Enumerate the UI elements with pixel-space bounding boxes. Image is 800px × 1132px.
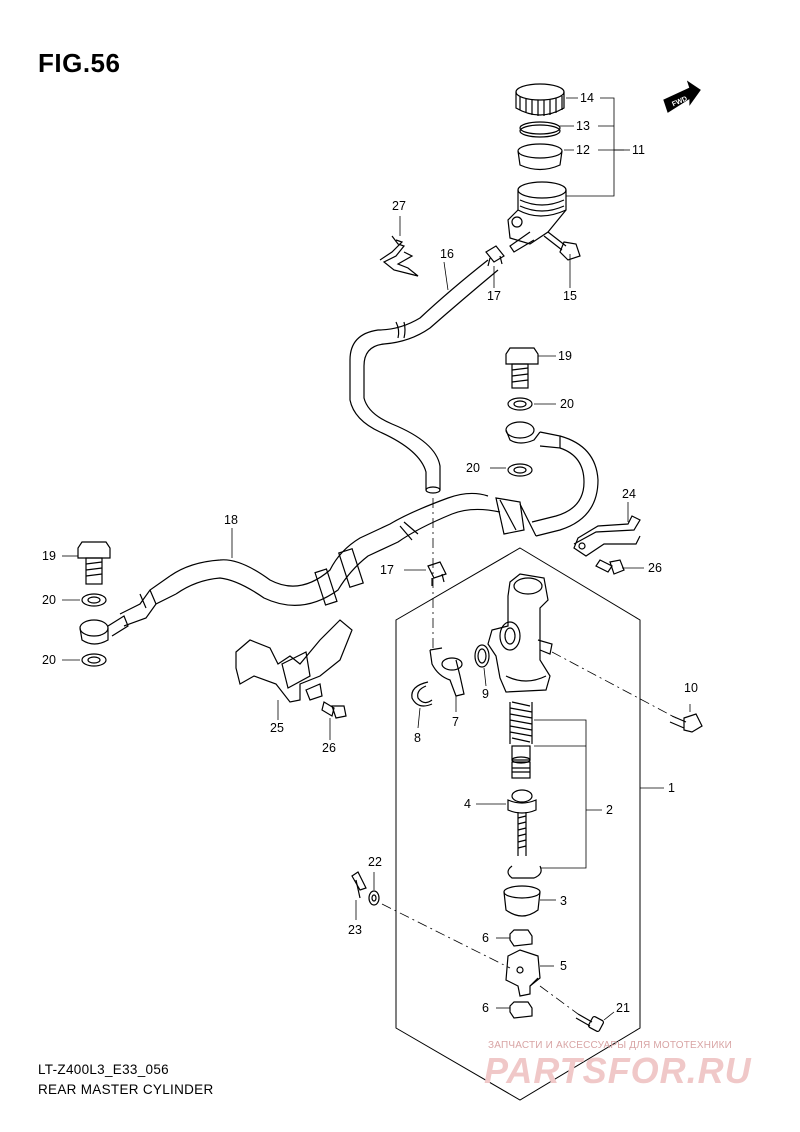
piston-circlip[interactable] (507, 865, 542, 879)
callout-1: 1 (668, 781, 675, 795)
callout-19-right: 19 (558, 349, 572, 363)
figure-title: FIG.56 (38, 48, 121, 78)
hose-bracket[interactable] (573, 515, 641, 557)
callout-14: 14 (580, 91, 594, 105)
callout-3: 3 (560, 894, 567, 908)
lock-nut-upper[interactable] (509, 929, 533, 947)
brake-hose-main[interactable] (119, 492, 501, 627)
o-ring[interactable] (474, 644, 490, 668)
callout-10: 10 (684, 681, 698, 695)
brake-hose-upper[interactable] (495, 435, 599, 537)
banjo-fitting-left[interactable] (79, 615, 129, 645)
bracket-bolt-left[interactable] (321, 701, 347, 719)
piston-cup[interactable] (511, 745, 531, 779)
callout-19-left: 19 (42, 549, 56, 563)
hose-clamp-mid[interactable] (427, 561, 447, 586)
mounting-bolt[interactable] (669, 713, 703, 733)
reservoir-hose[interactable] (349, 259, 499, 494)
banjo-bolt-left[interactable] (77, 541, 111, 585)
dust-boot[interactable] (503, 885, 541, 917)
callout-8: 8 (414, 731, 421, 745)
callout-13: 13 (576, 119, 590, 133)
diaphragm[interactable] (517, 143, 563, 171)
hose-guide-bracket[interactable] (235, 619, 353, 703)
push-rod[interactable] (507, 789, 537, 856)
diaphragm-plate[interactable] (519, 121, 561, 138)
callout-26-left: 26 (322, 741, 336, 755)
master-cylinder-body[interactable] (487, 573, 553, 693)
callout-17-upper: 17 (487, 289, 501, 303)
callout-20-left-lower: 20 (42, 653, 56, 667)
callout-21: 21 (616, 1001, 630, 1015)
banjo-fitting-upper[interactable] (505, 421, 561, 449)
lock-nut-lower[interactable] (509, 1001, 533, 1019)
circlip[interactable] (411, 681, 433, 707)
callout-16: 16 (440, 247, 454, 261)
callout-17-mid: 17 (380, 563, 394, 577)
reservoir-cap[interactable] (515, 83, 565, 116)
washer-upper-right[interactable] (507, 397, 533, 411)
callout-20-right-upper: 20 (560, 397, 574, 411)
hose-clip[interactable] (379, 235, 419, 277)
callout-6-upper: 6 (482, 931, 489, 945)
callout-24: 24 (622, 487, 636, 501)
hose-clamp-upper[interactable] (485, 245, 505, 267)
reservoir-body[interactable] (507, 181, 567, 253)
callout-23: 23 (348, 923, 362, 937)
callout-6-lower: 6 (482, 1001, 489, 1015)
callout-25: 25 (270, 721, 284, 735)
leader-lines (62, 97, 691, 1021)
cotter-pin[interactable] (351, 871, 367, 899)
model-code: LT-Z400L3_E33_056 (38, 1062, 169, 1077)
washer-small[interactable] (368, 890, 380, 906)
watermark-logo: PARTSFOR.RU (484, 1050, 752, 1091)
clevis-pin[interactable] (575, 1013, 605, 1033)
callout-12: 12 (576, 143, 590, 157)
banjo-bolt-right[interactable] (505, 347, 539, 389)
hose-connector[interactable] (429, 647, 465, 697)
bracket-bolt-right[interactable] (595, 559, 625, 575)
washer-upper-left[interactable] (81, 593, 107, 607)
washer-lower-left[interactable] (81, 653, 107, 667)
watermark-tagline: ЗАПЧАСТИ И АКСЕССУАРЫ ДЛЯ МОТОТЕХНИКИ (488, 1040, 733, 1051)
callout-20-left-upper: 20 (42, 593, 56, 607)
callout-26-right: 26 (648, 561, 662, 575)
callout-18: 18 (224, 513, 238, 527)
callout-27: 27 (392, 199, 406, 213)
callout-9: 9 (482, 687, 489, 701)
callout-22: 22 (368, 855, 382, 869)
reservoir-bolt[interactable] (543, 231, 581, 261)
clevis[interactable] (505, 949, 541, 997)
callout-7: 7 (452, 715, 459, 729)
center-lines (381, 498, 677, 1015)
washer-lower-right[interactable] (507, 463, 533, 477)
callout-5: 5 (560, 959, 567, 973)
callout-labels: 1 2 3 4 5 6 6 7 8 9 10 11 12 13 14 15 16… (42, 91, 698, 1015)
assembly-box (395, 547, 641, 1101)
callout-20-right-lower: 20 (466, 461, 480, 475)
figure-caption: REAR MASTER CYLINDER (38, 1082, 214, 1097)
callout-4: 4 (464, 797, 471, 811)
forward-arrow-icon (663, 80, 701, 113)
callout-11: 11 (632, 143, 645, 157)
return-spring[interactable] (509, 701, 533, 744)
callout-15: 15 (563, 289, 577, 303)
callout-2: 2 (606, 803, 613, 817)
